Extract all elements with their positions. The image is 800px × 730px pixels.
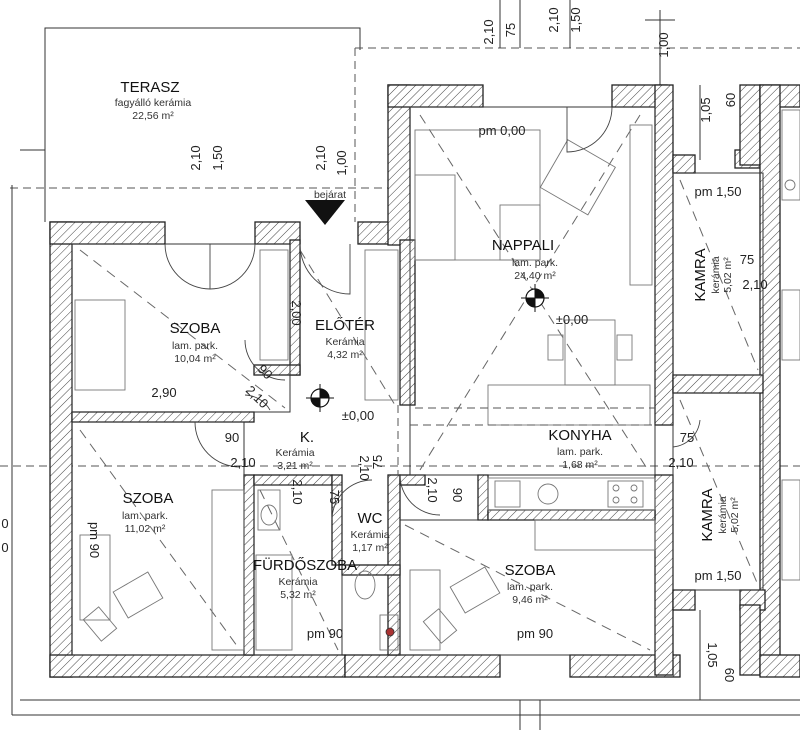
wc-floor: Kerámia (350, 529, 389, 541)
szoba2-pm: pm 90 (87, 522, 102, 558)
kamra2-name: KAMRA (699, 488, 716, 541)
nappali-pm: pm 0,00 (479, 123, 526, 138)
wc-area: 1,17 m² (352, 542, 388, 554)
dim-szoba3-210: 2,10 (425, 477, 440, 502)
doors (164, 106, 701, 521)
dim-kamra1-210: 2,10 (742, 277, 767, 292)
szoba2-name: SZOBA (123, 490, 174, 507)
eloter-area: 4,32 m² (327, 349, 363, 361)
dim-kamra1-75: 75 (740, 252, 754, 267)
dim-wc-75: 75 (370, 455, 385, 469)
terasz-area: 22,56 m² (132, 110, 174, 122)
kamra2-label: KAMRA kerámia 5,02 m² (699, 488, 741, 541)
kamra2-pm: pm 1,50 (695, 568, 742, 583)
dim-szoba-290: 2,90 (151, 385, 176, 400)
furdo-name: FÜRDŐSZOBA (253, 556, 357, 574)
dim-left-0a: 0 (1, 516, 8, 531)
kamra1-floor: kerámia (710, 256, 722, 294)
dim-top-210b: 2,10 (546, 7, 561, 32)
dim-top-150: 1,50 (568, 7, 583, 32)
szoba3-floor: lam. park. (507, 581, 553, 593)
dim-ter-210b: 2,10 (313, 145, 328, 170)
dim-left-0b: 0 (1, 540, 8, 555)
szoba1-area: 10,04 m² (174, 353, 216, 365)
dim-konyha-75: 75 (680, 430, 694, 445)
terasz-floor: fagyálló kerámia (115, 97, 192, 109)
kamra1-area: 5,02 m² (722, 257, 734, 293)
k-floor: Kerámia (275, 447, 314, 459)
terrace-outline (0, 27, 800, 716)
eloter-floor: Kerámia (325, 336, 364, 348)
dim-bottom-105: 1,05 (705, 642, 720, 667)
terasz-name: TERASZ (120, 79, 179, 96)
wc-name: WC (358, 510, 383, 527)
kamra1-label: KAMRA kerámia 5,02 m² (692, 248, 734, 301)
szoba3-name: SZOBA (505, 562, 556, 579)
szoba1-name: SZOBA (170, 320, 221, 337)
dim-eloter-200: 2,00 (289, 300, 304, 325)
dim-wc-210: 2,10 (357, 455, 372, 480)
szoba3-area: 9,46 m² (512, 594, 548, 606)
level-markers (306, 284, 549, 412)
openings (397, 405, 655, 475)
szoba2-pm-group: pm 90 (87, 522, 102, 558)
furdo-pm: pm 90 (307, 626, 343, 641)
dim-bottom-60: 60 (722, 668, 737, 682)
nappali-level: ±0,00 (556, 312, 588, 327)
k-name: K. (300, 429, 314, 446)
szoba2-area: 11,02 m² (125, 523, 166, 535)
dim-top-210: 2,10 (481, 19, 496, 44)
nappali-area: 24,40 m² (514, 270, 556, 282)
dim-szoba3-90: 90 (450, 488, 465, 502)
kamra1-name: KAMRA (692, 248, 709, 301)
kamra1-pm: pm 1,50 (695, 184, 742, 199)
dim-top-105: 1,05 (698, 97, 713, 122)
szoba1-floor: lam. park. (172, 340, 218, 352)
dim-ter-210: 2,10 (188, 145, 203, 170)
furdo-area: 5,32 m² (280, 589, 316, 601)
szoba3-pm: pm 90 (517, 626, 553, 641)
furniture (74, 109, 800, 651)
dim-furdo-210: 2,10 (290, 479, 305, 504)
dim-k-90: 90 (225, 430, 239, 445)
room-labels: TERASZ fagyálló kerámia 22,56 m² SZOBA l… (115, 79, 741, 606)
furdo-floor: Kerámia (278, 576, 317, 588)
konyha-name: KONYHA (548, 427, 611, 444)
dim-top-100: 1,00 (656, 32, 671, 57)
eloter-level: ±0,00 (342, 408, 374, 423)
konyha-area: 1,68 m² (562, 459, 598, 471)
konyha-floor: lam. park. (557, 446, 603, 458)
top-dimension-lines (499, 0, 701, 730)
dim-top-60: 60 (723, 93, 738, 107)
entrance-label: bejárat (314, 189, 346, 201)
eloter-name: ELŐTÉR (315, 317, 375, 334)
walls (49, 84, 800, 678)
k-area: 3,21 m² (277, 460, 313, 472)
dim-ter-100: 1,00 (334, 150, 349, 175)
dim-ter-150: 1,50 (210, 145, 225, 170)
kamra2-area: 5,02 m² (729, 497, 741, 533)
dim-szoba-210: 2,10 (243, 383, 272, 412)
dim-top-75: 75 (503, 23, 518, 37)
dim-k-210: 2,10 (230, 455, 255, 470)
entrance-marker: bejárat (305, 189, 346, 225)
nappali-name: NAPPALI (492, 237, 554, 254)
dim-furdo-75: 75 (327, 490, 342, 504)
szoba2-floor: lam. park. (122, 510, 168, 522)
kamra2-floor: kerámia (717, 496, 729, 534)
level-texts: pm 0,00 ±0,00 ±0,00 pm 1,50 pm 1,50 pm 9… (87, 123, 741, 641)
dim-konyha-210: 2,10 (668, 455, 693, 470)
nappali-floor: lam. park. (512, 257, 558, 269)
